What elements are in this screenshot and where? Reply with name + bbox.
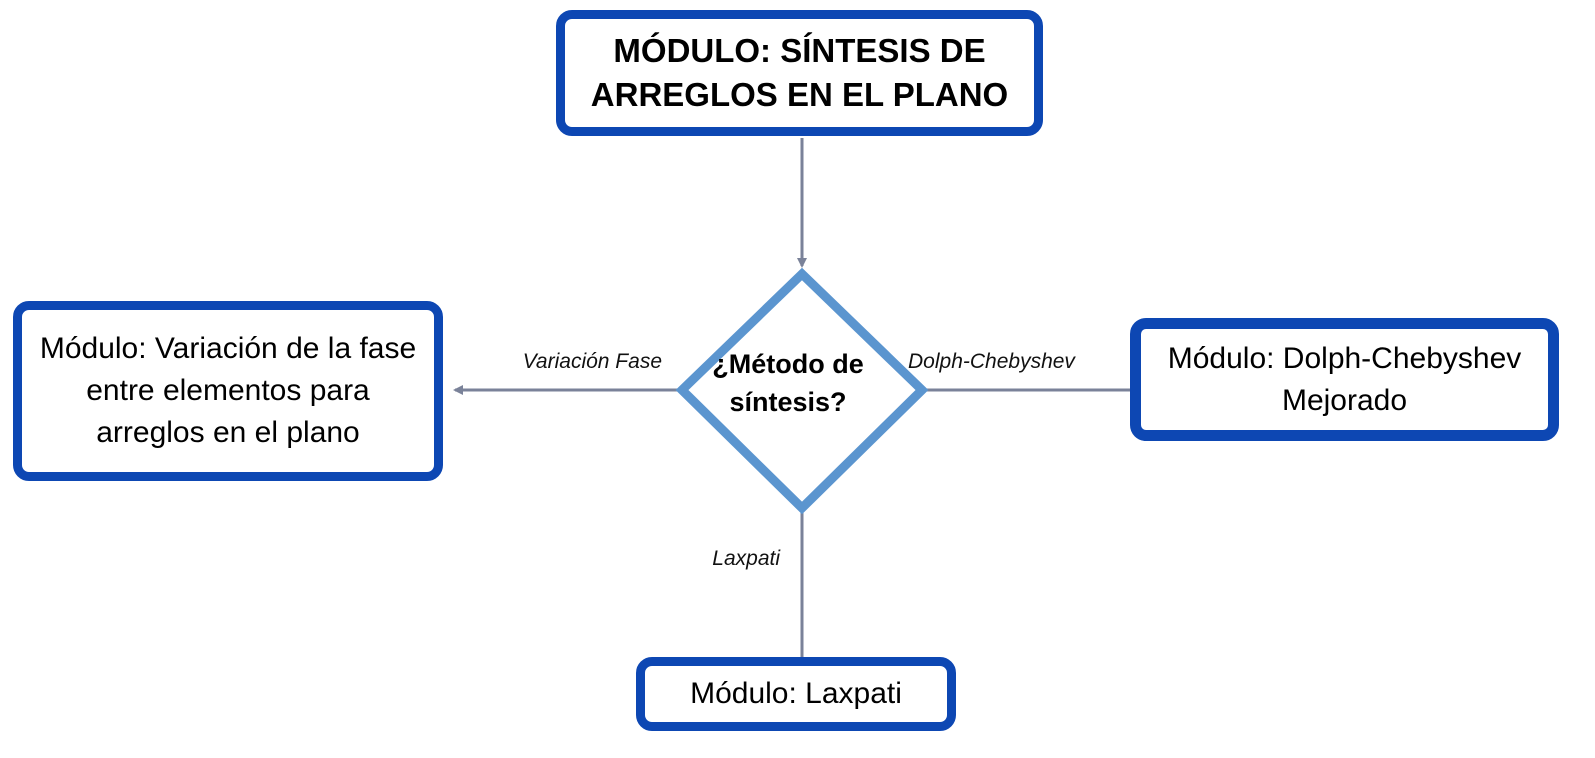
laxpati-node-label: Módulo: Laxpati [690,677,902,710]
dolph-chebyshev-node-label: Módulo: Dolph-Chebyshev Mejorado [1167,341,1522,417]
variacion-fase-node-label: Módulo: Variación de la fase entre eleme… [39,332,417,449]
edge-label-dolph-chebyshev: Dolph-Chebyshev [908,350,1075,373]
start-node-box: MÓDULO: SÍNTESIS DE ARREGLOS EN EL PLANO [556,10,1043,136]
start-node-label: MÓDULO: SÍNTESIS DE ARREGLOS EN EL PLANO [590,32,1009,113]
laxpati-node-box: Módulo: Laxpati [636,657,956,731]
decision-node-label: ¿Método de síntesis? [712,349,864,417]
edge-label-variacion-fase: Variación Fase [522,350,662,373]
decision-diamond [675,267,929,515]
dolph-chebyshev-node-box: Módulo: Dolph-Chebyshev Mejorado [1130,318,1559,441]
edge-label-laxpati: Laxpati [712,547,780,570]
variacion-fase-node-box: Módulo: Variación de la fase entre eleme… [13,301,443,481]
